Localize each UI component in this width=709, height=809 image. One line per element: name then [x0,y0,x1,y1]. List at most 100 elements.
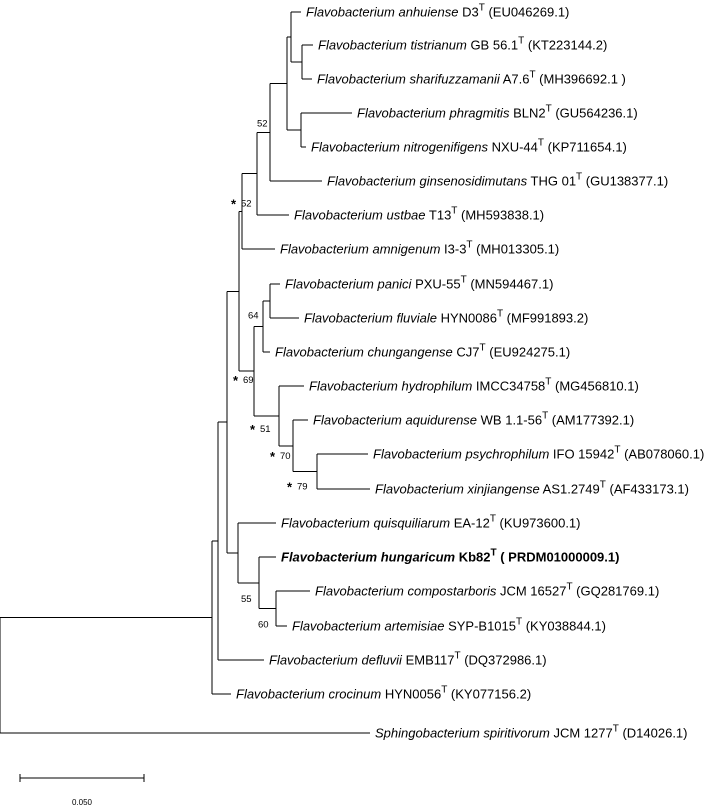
accession-number: (KT223144.2) [524,38,607,53]
species-name: Flavobacterium crocinum [236,687,381,702]
type-strain-mark: T [497,309,503,320]
significance-star: * [287,480,293,495]
type-strain-mark: T [451,206,457,217]
accession-number: (GU138377.1) [582,174,668,189]
accession-number: (MG456810.1) [551,379,638,394]
accession-number: (D14026.1) [619,726,688,741]
strain-name: JCM 1277 [550,726,613,741]
accession-number: (KU973600.1) [496,516,581,531]
strain-name: T13 [426,208,452,223]
leaf-label-panici: Flavobacterium panici PXU-55T (MN594467.… [285,275,553,292]
significance-star: * [233,373,239,388]
type-strain-mark: T [441,685,447,696]
species-name: Flavobacterium ustbae [294,208,426,223]
strain-name: EMB117 [402,653,455,668]
tree-leaf-labels: Flavobacterium anhuiense D3T (EU046269.1… [236,3,704,741]
strain-name: SYP-B1015 [444,619,516,634]
strain-name: IFO 15942 [549,447,614,462]
accession-number: (AB078060.1) [620,447,704,462]
species-name: Flavobacterium xinjiangense [375,482,540,497]
type-strain-mark: T [545,377,551,388]
species-name: Flavobacterium fluviale [304,311,437,326]
significance-star: * [250,422,256,437]
type-strain-mark: T [613,724,619,735]
species-name: Flavobacterium tistrianum [318,38,467,53]
bootstrap-value: 60 [258,620,269,631]
accession-number: (MH013305.1) [473,242,560,257]
leaf-label-aquidurense: Flavobacterium aquidurense WB 1.1-56T (A… [313,411,634,428]
accession-number: ( PRDM01000009.1) [497,550,620,565]
strain-name: BLN2 [509,106,545,121]
species-name: Flavobacterium quisquiliarum [281,516,450,531]
bootstrap-value: 69 [243,375,254,386]
significance-star: * [231,196,237,211]
type-strain-mark: T [600,480,606,491]
strain-name: D3 [458,5,478,20]
accession-number: (EU046269.1) [485,5,570,20]
leaf-label-quisquiliarum: Flavobacterium quisquiliarum EA-12T (KU9… [281,514,581,531]
species-name: Flavobacterium hungaricum [281,550,456,565]
strain-name: Kb82 [455,550,490,565]
strain-name: GB 56.1 [467,38,518,53]
type-strain-mark: T [529,70,535,81]
bootstrap-value: 70 [280,451,291,462]
accession-number: (GQ281769.1) [573,584,660,599]
bootstrap-value: 64 [248,311,259,322]
accession-number: (MH396692.1 ) [536,72,626,87]
strain-name: HYN0086 [437,311,497,326]
strain-name: JCM 16527 [496,584,566,599]
species-name: Flavobacterium hydrophilum [309,379,472,394]
accession-number: (DQ372986.1) [461,653,547,668]
accession-number: (KY038844.1) [522,619,606,634]
accession-number: (AF433173.1) [606,482,689,497]
type-strain-mark: T [516,617,522,628]
leaf-label-xinjiangense: Flavobacterium xinjiangense AS1.2749T (A… [375,480,689,497]
scale-bar-label: 0.050 [72,798,93,807]
type-strain-mark: T [576,172,582,183]
type-strain-mark: T [538,138,544,149]
leaf-label-ginsenosidimutans: Flavobacterium ginsenosidimutans THG 01T… [327,172,668,189]
strain-name: EA-12 [450,516,490,531]
leaf-label-hydrophilum: Flavobacterium hydrophilum IMCC34758T (M… [309,377,639,394]
strain-name: IMCC34758 [472,379,545,394]
species-name: Flavobacterium chungangense [275,345,453,360]
species-name: Flavobacterium amnigenum [280,242,441,257]
strain-name: AS1.2749 [540,482,600,497]
species-name: Flavobacterium panici [285,277,413,292]
leaf-label-compostarboris: Flavobacterium compostarboris JCM 16527T… [315,582,659,599]
bootstrap-value: 52 [257,118,268,129]
leaf-label-psychrophilum: Flavobacterium psychrophilum IFO 15942T … [373,445,704,462]
leaf-label-anhuiense: Flavobacterium anhuiense D3T (EU046269.1… [306,3,569,20]
leaf-label-hungaricum: Flavobacterium hungaricum Kb82T ( PRDM01… [281,548,619,565]
type-strain-mark: T [466,240,472,251]
leaf-label-ustbae: Flavobacterium ustbae T13T (MH593838.1) [294,206,544,223]
accession-number: (MN594467.1) [467,277,554,292]
type-strain-mark: T [518,36,524,47]
strain-name: CJ7 [453,345,480,360]
leaf-label-amnigenum: Flavobacterium amnigenum I3-3T (MH013305… [280,240,559,257]
bootstrap-value: 79 [297,482,308,493]
leaf-label-spiritivorum: Sphingobacterium spiritivorum JCM 1277T … [375,724,688,741]
species-name: Flavobacterium nitrogenifigens [311,140,489,155]
leaf-label-phragmitis: Flavobacterium phragmitis BLN2T (GU56423… [357,104,638,121]
species-name: Flavobacterium defluvii [269,653,403,668]
type-strain-mark: T [491,548,497,559]
accession-number: (KY077156.2) [447,687,531,702]
type-strain-mark: T [454,651,460,662]
type-strain-mark: T [461,275,467,286]
accession-number: (MF991893.2) [503,311,588,326]
species-name: Flavobacterium anhuiense [306,5,458,20]
species-name: Flavobacterium ginsenosidimutans [327,174,528,189]
accession-number: (KP711654.1) [544,140,627,155]
type-strain-mark: T [542,411,548,422]
accession-number: (AM177392.1) [548,413,634,428]
tree-branches [0,11,370,734]
species-name: Flavobacterium sharifuzzamanii [317,72,501,87]
leaf-label-tistrianum: Flavobacterium tistrianum GB 56.1T (KT22… [318,36,607,53]
type-strain-mark: T [566,582,572,593]
leaf-label-sharifuzzamanii: Flavobacterium sharifuzzamanii A7.6T (MH… [317,70,626,87]
species-name: Flavobacterium compostarboris [315,584,497,599]
bootstrap-value: 55 [241,594,252,605]
